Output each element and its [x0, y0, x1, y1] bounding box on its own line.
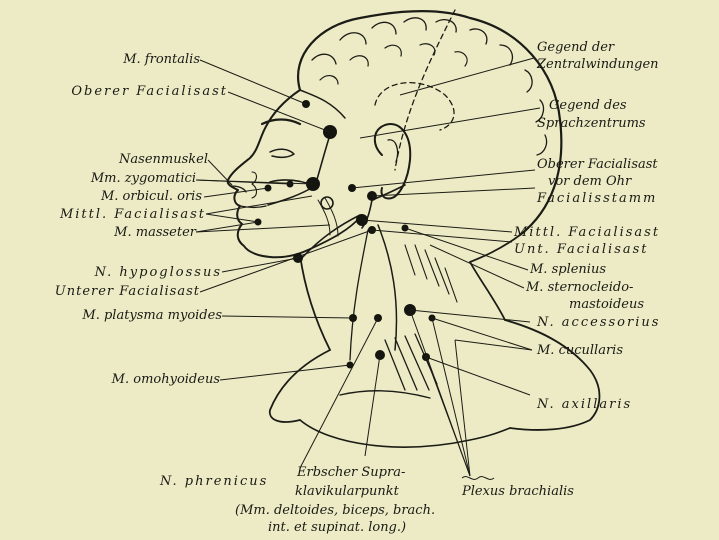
label-oberer-facialisast-ohr: Oberer Facialisast — [537, 157, 658, 172]
label-zygomatici: Mm. zygomatici — [40, 171, 196, 186]
label-sprachzentrums: Sprachzentrums — [537, 116, 646, 131]
label-oberer-facialisast: Oberer Facialisast — [0, 84, 228, 99]
label-hypoglossus: N. hypoglossus — [0, 265, 222, 280]
label-vor-dem-ohr: vor dem Ohr — [548, 174, 631, 189]
label-unterer-facialisast: Unterer Facialisast — [0, 284, 200, 299]
label-axillaris: N. axillaris — [537, 397, 632, 412]
label-masseter: M. masseter — [40, 225, 196, 240]
label-cucullaris: M. cucullaris — [537, 343, 623, 358]
label-plexus-brachialis: Plexus brachialis — [462, 484, 574, 499]
label-mittl-facialisast: Mittl. Facialisast — [0, 207, 206, 222]
label-int-et-supinat: int. et supinat. long.) — [268, 520, 406, 535]
label-platysma: M. platysma myoides — [0, 308, 222, 323]
label-gegend-des: Gegend des — [549, 98, 627, 113]
label-mm-deltoides: (Mm. deltoides, biceps, brach. — [235, 503, 435, 518]
label-phrenicus: N. phrenicus — [160, 474, 268, 489]
label-splenius: M. splenius — [530, 262, 606, 277]
label-omohyoideus: M. omohyoideus — [40, 372, 220, 387]
label-frontalis: M. frontalis — [60, 52, 200, 67]
label-gegend-der: Gegend der — [537, 40, 614, 55]
label-mittl-facialisast-right: Mittl. Facialisast — [514, 225, 660, 240]
label-zentralwindungen: Zentralwindungen — [537, 57, 659, 72]
label-mastoideus: mastoideus — [569, 297, 644, 312]
label-orbicul-oris: M. orbicul. oris — [40, 189, 202, 204]
label-facialisstamm: Facialisstamm — [537, 191, 657, 206]
label-klavikularpunkt: klavikularpunkt — [295, 484, 399, 499]
label-sternocleido: M. sternocleido- — [526, 280, 633, 295]
label-accessorius: N. accessorius — [537, 315, 660, 330]
label-nasenmuskel: Nasenmuskel — [60, 152, 208, 167]
label-erbscher-supra: Erbscher Supra- — [297, 465, 405, 480]
label-unt-facialisast: Unt. Facialisast — [514, 242, 649, 257]
